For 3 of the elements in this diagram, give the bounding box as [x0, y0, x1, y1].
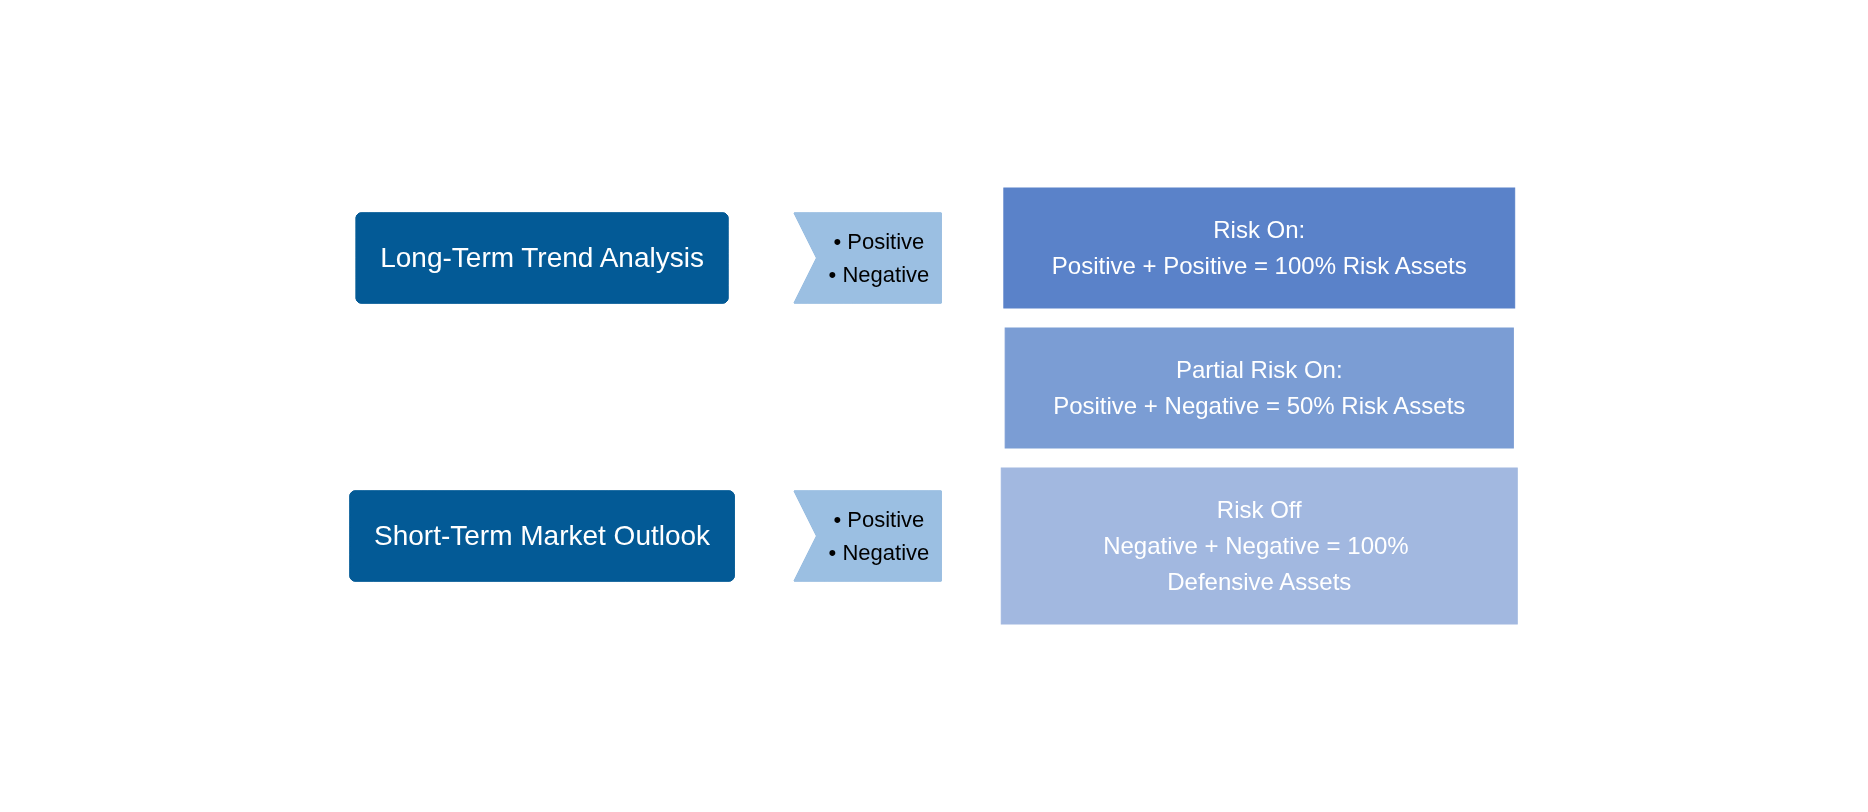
- node-box: Partial Risk On: Positive + Negative = 50% Risk Assets: [1005, 327, 1515, 449]
- node-box: Risk On: Positive + Positive = 100% Risk Assets: [1003, 187, 1516, 309]
- node-box: Risk Off Negative + Negative = 100% Defensive Assets: [1001, 467, 1519, 625]
